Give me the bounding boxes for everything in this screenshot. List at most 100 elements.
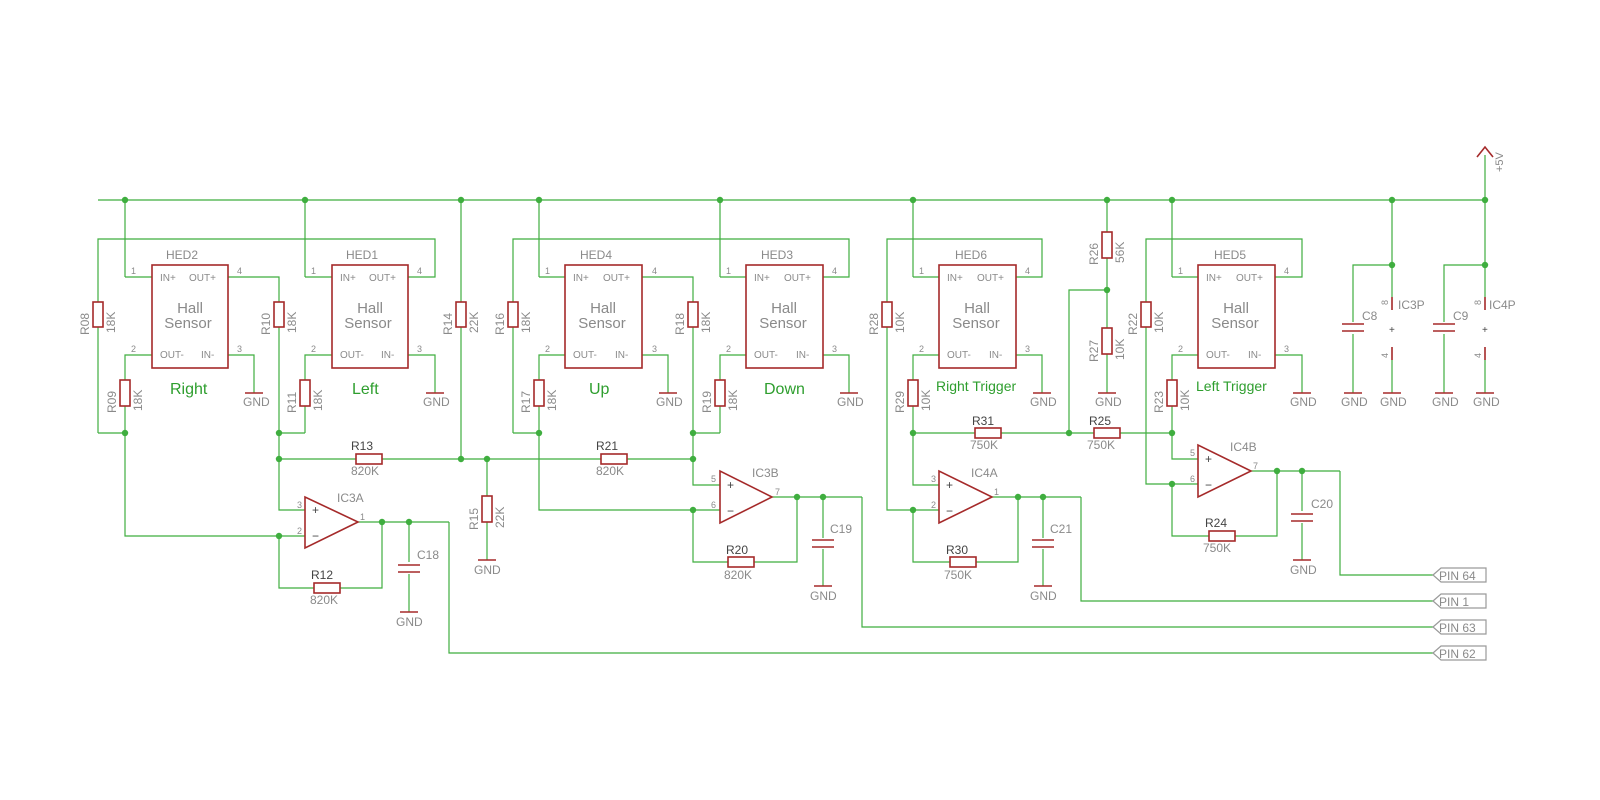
sensor-hed5: HED5 Hall Sensor IN+ OUT+ OUT- IN- 1 2 3…: [1178, 248, 1289, 394]
sensor-hed1: HED1 Hall Sensor IN+ OUT+ OUT- IN- 1 2 3…: [311, 248, 422, 398]
ground-label: GND: [656, 395, 683, 409]
pin-number: 3: [652, 344, 657, 354]
opamp-ref: IC3B: [752, 466, 779, 480]
pin-number: 1: [131, 266, 136, 276]
ground-label: GND: [1432, 395, 1459, 409]
resistor-r17: R17 18K: [519, 379, 559, 413]
pin-label: PIN 62: [1439, 647, 1476, 661]
ground-label: GND: [423, 395, 450, 409]
resistor-value: 18K: [726, 390, 740, 411]
sensor-hed4: HED4 Hall Sensor IN+ OUT+ OUT- IN- 1 2 3…: [545, 248, 657, 398]
pin-number: 2: [311, 344, 316, 354]
pin-number: 1: [726, 266, 731, 276]
resistor-value: 18K: [131, 390, 145, 411]
ground-symbol: GND: [423, 392, 450, 409]
pin-label: OUT+: [1236, 273, 1263, 284]
resistor-r19: R19 18K: [700, 379, 740, 413]
resistor-value: 18K: [104, 312, 118, 333]
pin-label: OUT-: [160, 350, 184, 361]
ground-symbol: GND: [474, 559, 501, 577]
pin-number: 7: [775, 487, 780, 497]
svg-text:−: −: [727, 504, 734, 518]
resistor-value: 18K: [699, 312, 713, 333]
opamp-ref: IC3A: [337, 491, 364, 505]
pin-number: 2: [545, 344, 550, 354]
resistor-ref: R21: [596, 439, 618, 453]
resistor-value: 56K: [1113, 242, 1127, 263]
opamp-ic4a: + − IC4A 3 2 1: [931, 466, 999, 525]
pin-number: 3: [1284, 344, 1289, 354]
resistor-r16: R16 18K: [493, 301, 533, 335]
sensor-text: Sensor: [164, 315, 212, 332]
sensor-text: Sensor: [759, 315, 807, 332]
resistor-ref: R20: [726, 543, 748, 557]
capacitor-c18: C18: [398, 548, 439, 573]
resistor-r28: R28 10K: [867, 301, 907, 335]
power-unit-ref: IC3P: [1398, 298, 1425, 312]
ground-symbol: GND: [243, 392, 270, 409]
sensor-ref: HED6: [955, 248, 987, 262]
svg-text:−: −: [312, 529, 319, 543]
pin-number: 4: [652, 266, 657, 276]
ground-label: GND: [396, 615, 423, 629]
pin-label: IN-: [989, 350, 1002, 361]
pin-number: 3: [297, 500, 302, 510]
resistor-r26: R26 56K: [1087, 231, 1127, 265]
resistor-ref: R25: [1089, 414, 1111, 428]
svg-text:−: −: [1205, 478, 1212, 492]
pin-label: OUT-: [947, 350, 971, 361]
ground-symbol: GND: [1290, 559, 1317, 577]
power-unit-ref: IC4P: [1489, 298, 1516, 312]
pin-label: PIN 1: [1439, 595, 1469, 609]
sensor-direction-label: Down: [764, 381, 805, 398]
pin-number: 3: [931, 474, 936, 484]
resistor-r09: R09 18K: [105, 379, 145, 413]
pin-label: PIN 63: [1439, 621, 1476, 635]
sensor-hed6: HED6 Hall Sensor IN+ OUT+ OUT- IN- 1 2 3…: [919, 248, 1030, 394]
resistor-ref: R16: [493, 313, 507, 335]
pin-label: IN+: [160, 273, 176, 284]
ground-symbol: GND: [1380, 392, 1407, 409]
pin-connector-64: PIN 64: [1432, 567, 1487, 583]
capacitor-ref: C8: [1362, 309, 1378, 323]
ground-label: GND: [1380, 395, 1407, 409]
sensor-ref: HED2: [166, 248, 198, 262]
opamp-ic4b: + − IC4B 5 6 7: [1190, 440, 1258, 499]
pin-label: IN+: [573, 273, 589, 284]
svg-text:+: +: [727, 478, 734, 492]
resistor-ref: R18: [673, 313, 687, 335]
resistor-ref: R23: [1152, 391, 1166, 413]
svg-text:−: −: [946, 504, 953, 518]
resistor-ref: R08: [78, 313, 92, 335]
supply-symbol: +5V: [1476, 145, 1506, 172]
resistor-ref: R10: [259, 313, 273, 335]
power-unit-ic3p: + IC3P 8 4: [1380, 297, 1425, 360]
pin-number: 5: [711, 474, 716, 484]
opamp-ref: IC4B: [1230, 440, 1257, 454]
ground-symbol: GND: [1095, 392, 1122, 409]
resistor-value: 750K: [1087, 438, 1115, 452]
ground-symbol: GND: [396, 611, 423, 629]
sensor-text: Sensor: [344, 315, 392, 332]
resistor-value: 22K: [493, 507, 507, 528]
sensor-direction-label: Left Trigger: [1196, 378, 1267, 394]
pin-label: OUT-: [1206, 350, 1230, 361]
pin-number: 4: [832, 266, 837, 276]
ground-label: GND: [1030, 589, 1057, 603]
sensor-hed2: HED2 Hall Sensor IN+ OUT+ OUT- IN- 1 2 3…: [131, 248, 242, 398]
svg-text:+: +: [1205, 452, 1212, 466]
ground-label: GND: [1290, 395, 1317, 409]
pin-label: OUT+: [603, 273, 630, 284]
pin-number: 4: [1473, 353, 1483, 358]
capacitor-c20: C20: [1291, 497, 1333, 522]
ground-label: GND: [1030, 395, 1057, 409]
ground-symbol: GND: [656, 392, 683, 409]
sensor-ref: HED5: [1214, 248, 1246, 262]
resistor-value: 820K: [596, 464, 624, 478]
resistor-value: 820K: [310, 593, 338, 607]
resistor-r18: R18 18K: [673, 301, 713, 335]
ground-label: GND: [1341, 395, 1368, 409]
pin-number: 8: [1380, 300, 1390, 305]
pin-label: OUT+: [977, 273, 1004, 284]
